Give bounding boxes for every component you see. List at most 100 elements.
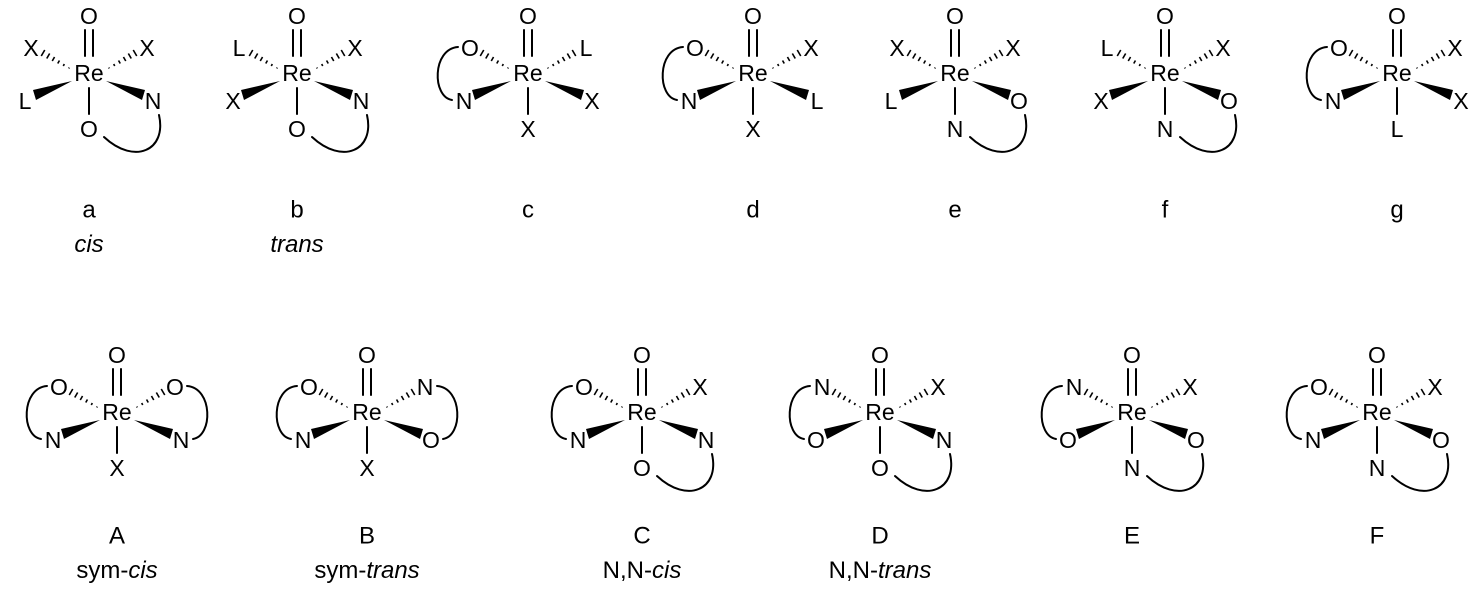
- wedge-bond-left: [824, 420, 863, 439]
- hashed-bond-top-right: [772, 49, 802, 69]
- isomer-descriptor: sym-trans: [314, 557, 419, 584]
- hashed-bond-top-left: [906, 49, 936, 69]
- structure-label: g: [1390, 197, 1403, 224]
- ligand-top-right: X: [692, 374, 707, 400]
- wedge-bond-left: [33, 81, 72, 100]
- chelate-arc-left: [1040, 385, 1063, 440]
- ligand-bottom: N: [1369, 455, 1386, 481]
- oxo-double-bond: [362, 368, 372, 396]
- rhenium-atom: Re: [1117, 399, 1146, 425]
- hashed-bond-top-right: [974, 49, 1004, 69]
- oxo-oxygen-atom: O: [744, 3, 762, 29]
- rhenium-atom: Re: [940, 60, 969, 86]
- hashed-bond-top-left: [40, 49, 70, 69]
- ligand-left: N: [1325, 88, 1342, 114]
- ligand-bottom: X: [520, 116, 535, 142]
- hashed-bond-top-right: [899, 388, 929, 408]
- descriptor-part: N,N-: [603, 557, 652, 584]
- ligand-top-left: O: [1310, 374, 1328, 400]
- wedge-bond-right: [106, 81, 145, 100]
- oxo-double-bond: [523, 29, 533, 57]
- structure-label: C: [633, 523, 650, 550]
- ligand-right: O: [1220, 88, 1238, 114]
- ligand-top-left: N: [814, 374, 831, 400]
- ligand-right: O: [422, 427, 440, 453]
- wedge-bond-left: [1321, 420, 1360, 439]
- ligand-right: N: [145, 88, 162, 114]
- ligand-top-left: X: [23, 35, 38, 61]
- ligand-left: L: [885, 88, 898, 114]
- chelate-arc-bottom-right: [103, 114, 162, 153]
- wedge-bond-right: [1182, 81, 1221, 100]
- chelate-arc-left: [25, 385, 48, 440]
- ligand-top-left: L: [233, 35, 246, 61]
- ligand-left: N: [456, 88, 473, 114]
- oxo-double-bond: [112, 368, 122, 396]
- hashed-bond-top-left: [704, 49, 734, 69]
- ligand-bottom: X: [359, 455, 374, 481]
- descriptor-part: trans: [878, 557, 931, 584]
- wedge-bond-right: [897, 420, 936, 439]
- wedge-bond-left: [241, 81, 280, 100]
- isomer-descriptor: N,N-trans: [829, 557, 932, 584]
- rhenium-atom: Re: [627, 399, 656, 425]
- oxo-oxygen-atom: O: [871, 342, 889, 368]
- ligand-right: X: [584, 88, 599, 114]
- oxo-oxygen-atom: O: [1368, 342, 1386, 368]
- chelate-arc-right: [436, 385, 459, 440]
- oxo-double-bond: [1392, 29, 1402, 57]
- ligand-bottom: L: [1391, 116, 1404, 142]
- ligand-left: N: [1305, 427, 1322, 453]
- hashed-bond-top-right: [1184, 49, 1214, 69]
- structure-label: B: [359, 523, 375, 550]
- ligand-bottom: O: [871, 455, 889, 481]
- ligand-bottom: N: [947, 116, 964, 142]
- oxo-double-bond: [292, 29, 302, 57]
- ligand-top-left: O: [1330, 35, 1348, 61]
- wedge-bond-left: [472, 81, 511, 100]
- ligand-top-left: O: [300, 374, 318, 400]
- oxo-double-bond: [637, 368, 647, 396]
- rhenium-atom: Re: [513, 60, 542, 86]
- oxo-double-bond: [950, 29, 960, 57]
- ligand-left: N: [570, 427, 587, 453]
- ligand-bottom: O: [80, 116, 98, 142]
- ligand-left: N: [45, 427, 62, 453]
- oxo-oxygen-atom: O: [80, 3, 98, 29]
- hashed-bond-top-left: [1116, 49, 1146, 69]
- rhenium-atom: Re: [282, 60, 311, 86]
- structure-label: f: [1162, 197, 1169, 224]
- isomer-descriptor: trans: [270, 231, 323, 258]
- descriptor-part: trans: [270, 231, 323, 258]
- oxo-double-bond: [1372, 368, 1382, 396]
- hashed-bond-top-right: [316, 49, 346, 69]
- structure-label: d: [746, 197, 759, 224]
- ligand-top-left: O: [461, 35, 479, 61]
- ligand-bottom: X: [109, 455, 124, 481]
- wedge-bond-right: [770, 81, 809, 100]
- structure-label: E: [1124, 523, 1140, 550]
- hashed-bond-top-left: [248, 49, 278, 69]
- wedge-bond-right: [972, 81, 1011, 100]
- hashed-bond-top-left: [68, 388, 98, 408]
- ligand-top-right: X: [139, 35, 154, 61]
- hashed-bond-top-left: [1083, 388, 1113, 408]
- wedge-bond-left: [899, 81, 938, 100]
- ligand-bottom: O: [633, 455, 651, 481]
- ligand-left: L: [19, 88, 32, 114]
- wedge-bond-right: [1394, 420, 1433, 439]
- descriptor-part: cis: [128, 557, 157, 584]
- oxo-double-bond: [875, 368, 885, 396]
- ligand-top-right: X: [930, 374, 945, 400]
- chelate-arc-bottom-right: [969, 114, 1028, 153]
- descriptor-part: sym-: [314, 557, 366, 584]
- structure-label: a: [82, 197, 96, 224]
- chelate-arc-bottom-right: [1146, 453, 1205, 492]
- isomer-descriptor: N,N-cis: [603, 557, 682, 584]
- hashed-bond-top-left: [318, 388, 348, 408]
